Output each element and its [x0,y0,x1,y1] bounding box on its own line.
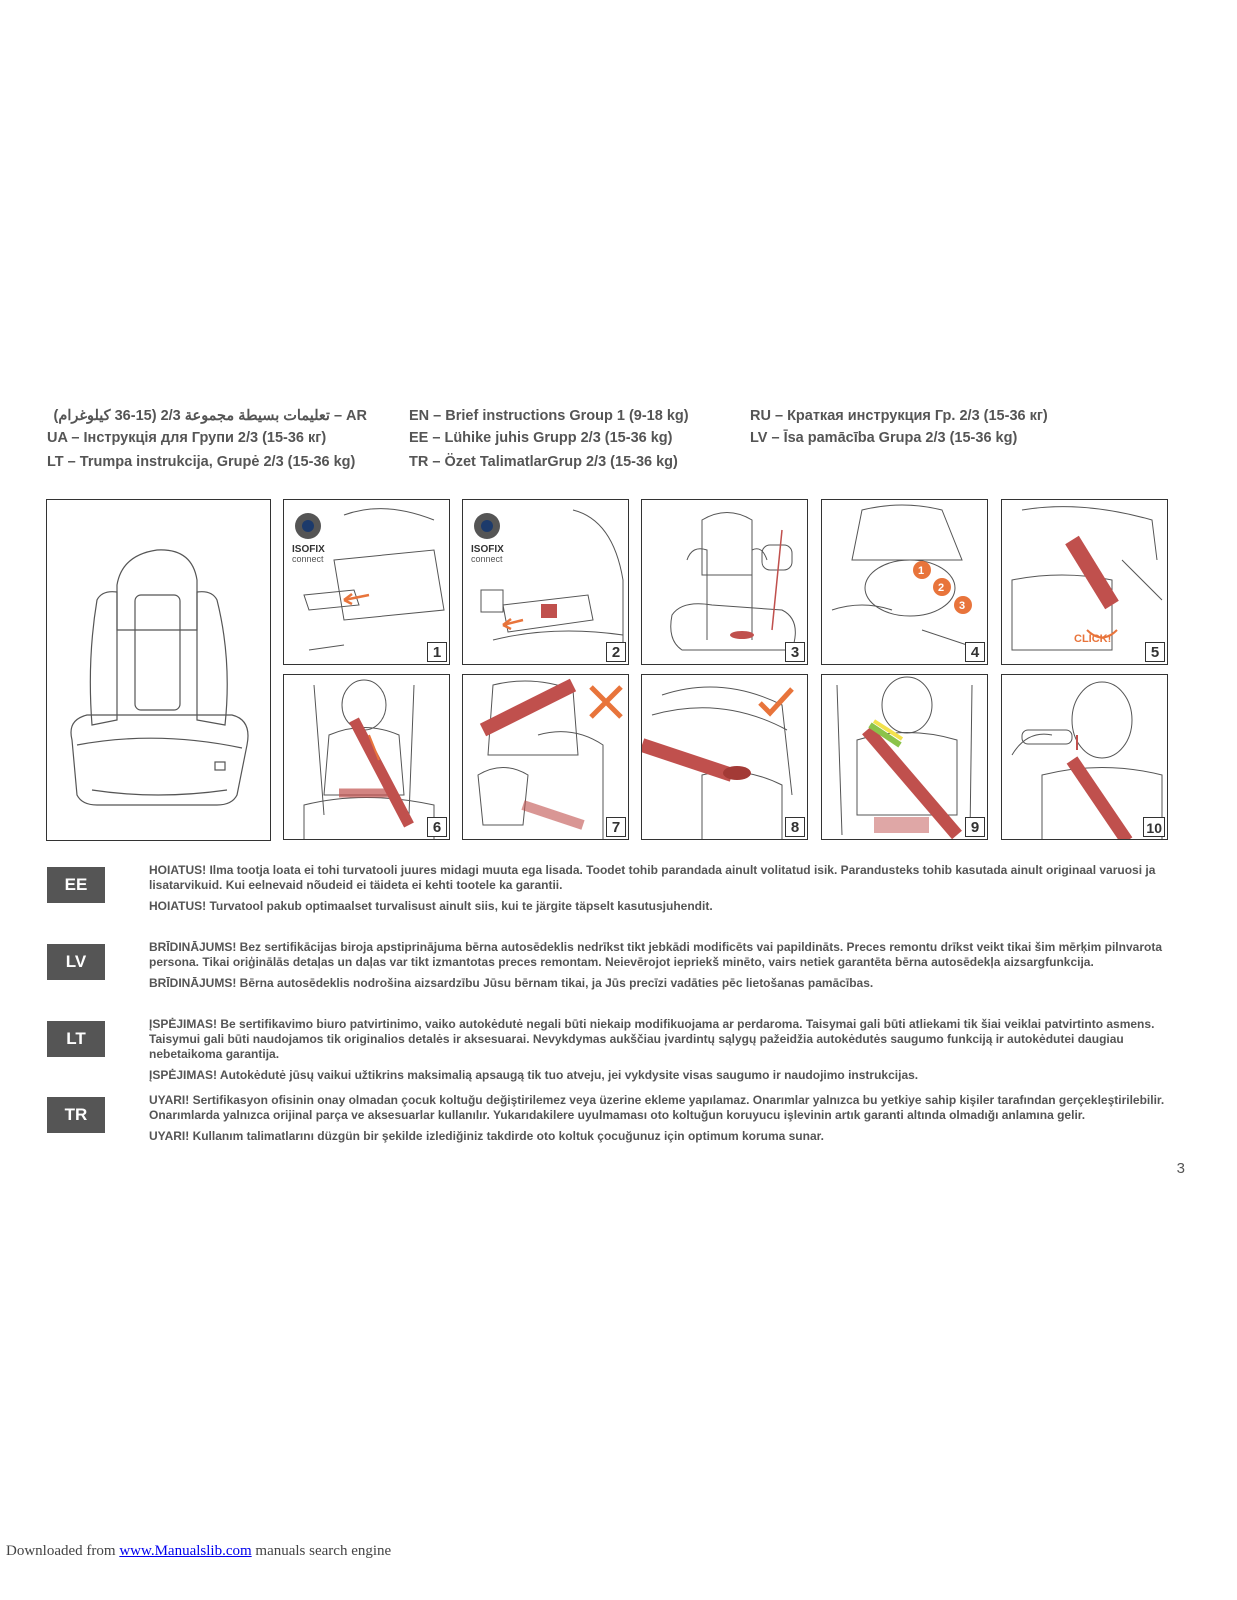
warning-lv: BRĪDINĀJUMS! Bez sertifikācijas biroja a… [149,940,1174,997]
seat-adjust-illustration [670,512,796,651]
warning-paragraph: ĮSPĖJIMAS! Autokėdutė jūsų vaikui užtikr… [149,1068,919,1082]
click-label: CLICK! [1074,633,1111,645]
child-belt-route-illustration [303,679,435,839]
isofix-latch-illustration: ISOFIX connect [471,509,624,660]
panel-seat-overview [46,499,271,841]
warning-paragraph: ĮSPĖJIMAS! Be sertifikavimo biuro patvir… [149,1017,1155,1061]
panel-step-4: 1 2 3 4 [821,499,988,665]
warning-paragraph: BRĪDINĀJUMS! Bez sertifikācijas biroja a… [149,940,1162,969]
step-number: 4 [965,642,985,662]
warning-paragraph: HOIATUS! Turvatool pakub optimaalset tur… [149,899,713,913]
step-number: 7 [606,817,626,837]
warning-lt: ĮSPĖJIMAS! Be sertifikavimo biuro patvir… [149,1017,1174,1089]
footer: Downloaded from www.Manualslib.com manua… [6,1543,391,1560]
cross-icon [589,685,623,719]
connect-label: connect [471,554,503,564]
panel-step-8: 8 [641,674,808,840]
title-lt: LT – Trumpa instrukcija, Grupė 2/3 (15-3… [47,454,356,470]
lang-badge-ee: EE [47,867,105,903]
step-number: 1 [427,642,447,662]
warning-paragraph: HOIATUS! Ilma tootja loata ei tohi turva… [149,863,1156,892]
isofix-label: ISOFIX [471,544,504,555]
panel-step-2: ISOFIX connect 2 [462,499,629,665]
step-number: 8 [785,817,805,837]
title-lv: LV – Īsa pamācība Grupa 2/3 (15-36 kg) [750,430,1018,446]
step-number: 5 [1145,642,1165,662]
step-number: 9 [965,817,985,837]
panel-step-5: CLICK! 5 [1001,499,1168,665]
belt-tension-illustration [1011,681,1163,839]
lang-badge-tr: TR [47,1097,105,1133]
panel-step-6: 6 [283,674,450,840]
panel-step-7: 7 [462,674,629,840]
panel-step-10: 10 [1001,674,1168,840]
belt-click-illustration: CLICK! [1011,506,1163,651]
title-ua: UA – Інструкція для Групи 2/3 (15-36 кг) [47,430,327,446]
panel-step-9: 9 [821,674,988,840]
sub-step-2: 2 [938,582,944,594]
footer-suffix: manuals search engine [251,1543,392,1559]
step-number: 2 [606,642,626,662]
lang-badge-lv: LV [47,944,105,980]
footer-prefix: Downloaded from [6,1543,120,1559]
warning-paragraph: BRĪDINĀJUMS! Bērna autosēdeklis nodrošin… [149,976,874,990]
check-icon [758,687,794,717]
belt-shoulder-check-illustration [836,676,973,839]
isofix-label: ISOFIX [292,544,325,555]
sub-step-1: 1 [918,565,924,577]
panel-step-3: 3 [641,499,808,665]
title-en: EN – Brief instructions Group 1 (9-18 kg… [409,408,689,424]
lang-badge-lt: LT [47,1021,105,1057]
warning-ee: HOIATUS! Ilma tootja loata ei tohi turva… [149,863,1174,920]
step-number: 6 [427,817,447,837]
isofix-connectors-illustration: ISOFIX connect [292,508,445,651]
manualslib-link[interactable]: www.Manualslib.com [119,1543,252,1559]
sub-step-3: 3 [959,600,965,612]
warning-paragraph: UYARI! Kullanım talimatlarını düzgün bir… [149,1129,824,1143]
title-ru: RU – Краткая инструкция Гр. 2/3 (15-36 к… [750,408,1048,424]
correct-belt-illustration [642,686,794,839]
step-number: 10 [1143,817,1165,837]
panel-step-1: ISOFIX connect 1 [283,499,450,665]
incorrect-belt-illustration [477,678,623,839]
title-ee: EE – Lühike juhis Grupp 2/3 (15-36 kg) [409,430,673,446]
car-seat-illustration [70,549,249,806]
headrest-adjust-illustration: 1 2 3 [831,504,983,651]
title-tr: TR – Özet TalimatlarGrup 2/3 (15-36 kg) [409,454,678,470]
step-number: 3 [785,642,805,662]
connect-label: connect [292,554,324,564]
page-number: 3 [1176,1160,1185,1177]
title-ar: AR – تعليمات بسيطة مجموعة 2/3 (15-36 كيل… [53,408,367,424]
warning-tr: UYARI! Sertifikasyon ofisinin onay olmad… [149,1093,1174,1150]
warning-paragraph: UYARI! Sertifikasyon ofisinin onay olmad… [149,1093,1165,1122]
